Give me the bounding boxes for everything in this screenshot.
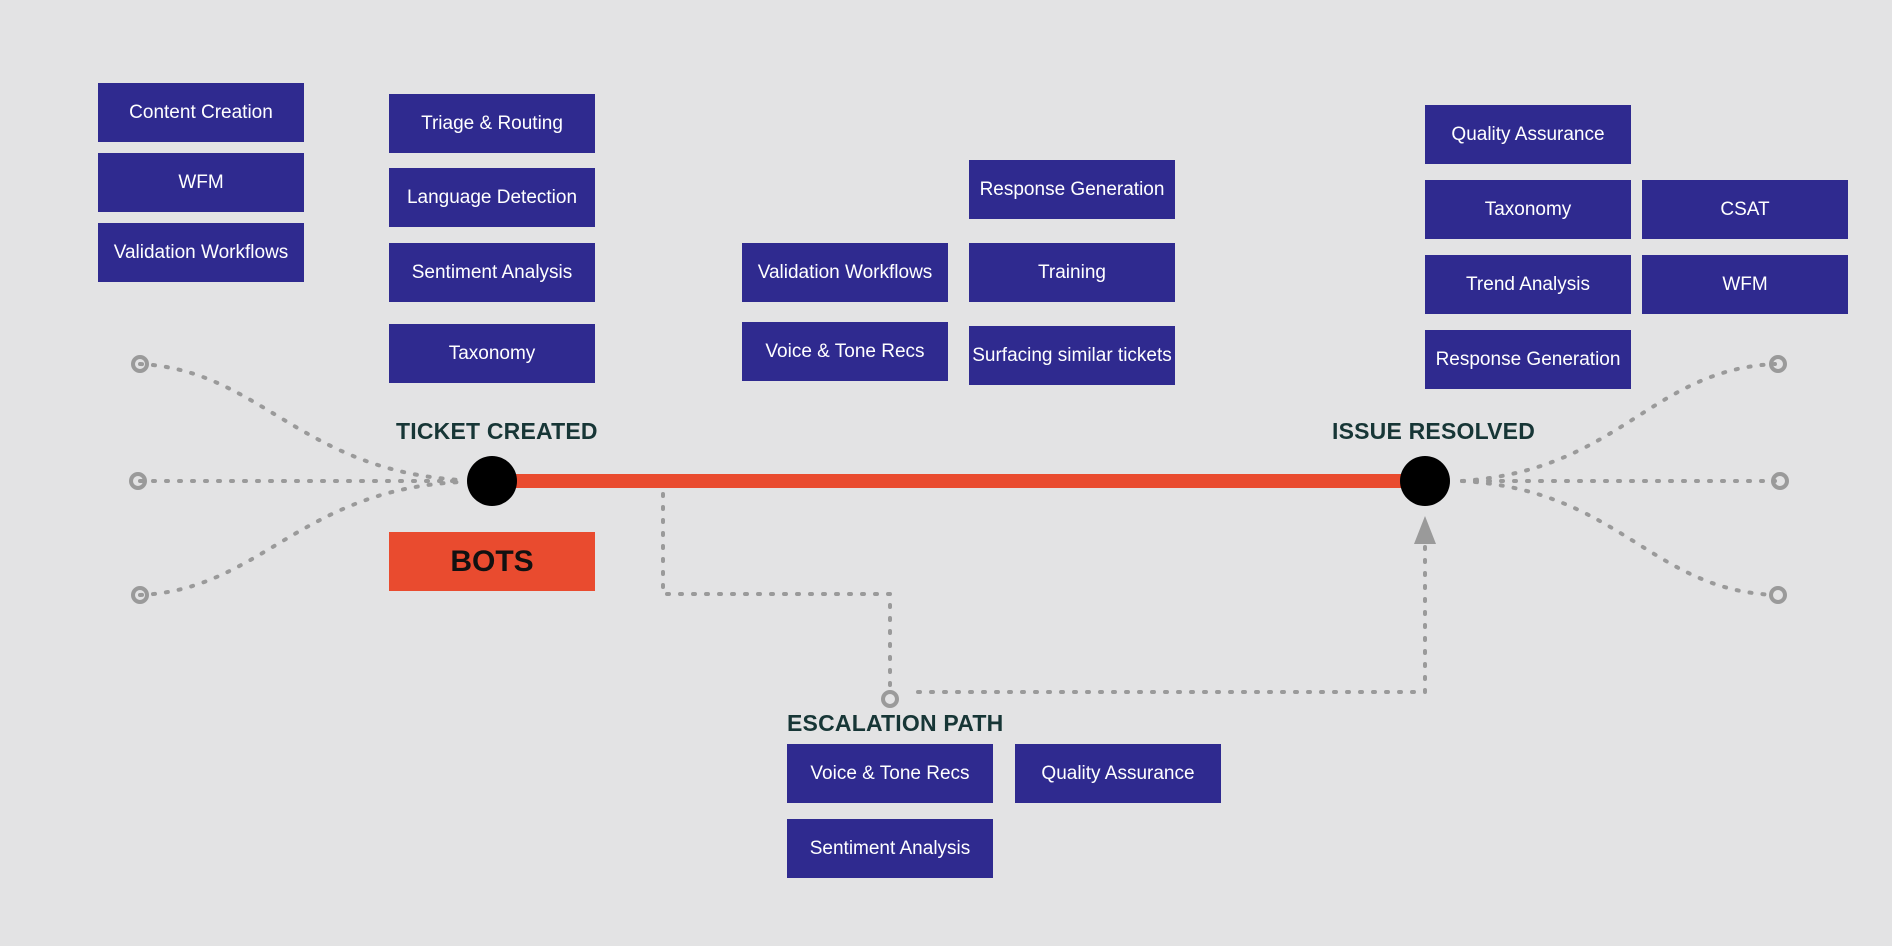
- ticket-created-node: [467, 456, 517, 506]
- left-upper-connector: [138, 362, 462, 482]
- escalation-box: Sentiment Analysis: [787, 819, 993, 878]
- ticket-created-box: Language Detection: [389, 168, 595, 227]
- escalation-box: Quality Assurance: [1015, 744, 1221, 803]
- pre-ticket-box: Validation Workflows: [98, 223, 304, 282]
- in-progress-box: Training: [969, 243, 1175, 302]
- issue-resolved-label: ISSUE RESOLVED: [1332, 418, 1536, 444]
- left-lower-connector: [138, 480, 462, 597]
- ticket-created-box: Taxonomy: [389, 324, 595, 383]
- in-progress-box: Surfacing similar tickets: [969, 326, 1175, 385]
- ticket-created-box: Triage & Routing: [389, 94, 595, 153]
- left-upper-endpoint: [131, 355, 149, 373]
- escalation-endpoint: [881, 690, 899, 708]
- escalation-arrowhead: [1414, 516, 1436, 544]
- right-upper-connector: [1460, 362, 1777, 483]
- pre-ticket-box: Content Creation: [98, 83, 304, 142]
- issue-resolved-box: Trend Analysis: [1425, 255, 1631, 314]
- pre-ticket-box: WFM: [98, 153, 304, 212]
- issue-resolved-box: WFM: [1642, 255, 1848, 314]
- in-progress-box: Voice & Tone Recs: [742, 322, 948, 381]
- issue-resolved-box: Quality Assurance: [1425, 105, 1631, 164]
- issue-resolved-node: [1400, 456, 1450, 506]
- right-lower-endpoint: [1769, 586, 1787, 604]
- left-lower-endpoint: [131, 586, 149, 604]
- in-progress-box: Validation Workflows: [742, 243, 948, 302]
- bots-box: BOTS: [389, 532, 595, 591]
- right-middle-endpoint: [1771, 472, 1789, 490]
- issue-resolved-box: Taxonomy: [1425, 180, 1631, 239]
- escalation-return-connector: [916, 538, 1427, 694]
- escalation-down-connector: [661, 492, 892, 692]
- right-lower-connector: [1460, 479, 1777, 597]
- right-upper-endpoint: [1769, 355, 1787, 373]
- in-progress-box: Response Generation: [969, 160, 1175, 219]
- issue-resolved-box: CSAT: [1642, 180, 1848, 239]
- issue-resolved-box: Response Generation: [1425, 330, 1631, 389]
- escalation-box: Voice & Tone Recs: [787, 744, 993, 803]
- escalation-path-label: ESCALATION PATH: [787, 710, 1004, 736]
- ticket-created-box: Sentiment Analysis: [389, 243, 595, 302]
- left-middle-endpoint: [129, 472, 147, 490]
- ticket-created-label: TICKET CREATED: [396, 418, 598, 444]
